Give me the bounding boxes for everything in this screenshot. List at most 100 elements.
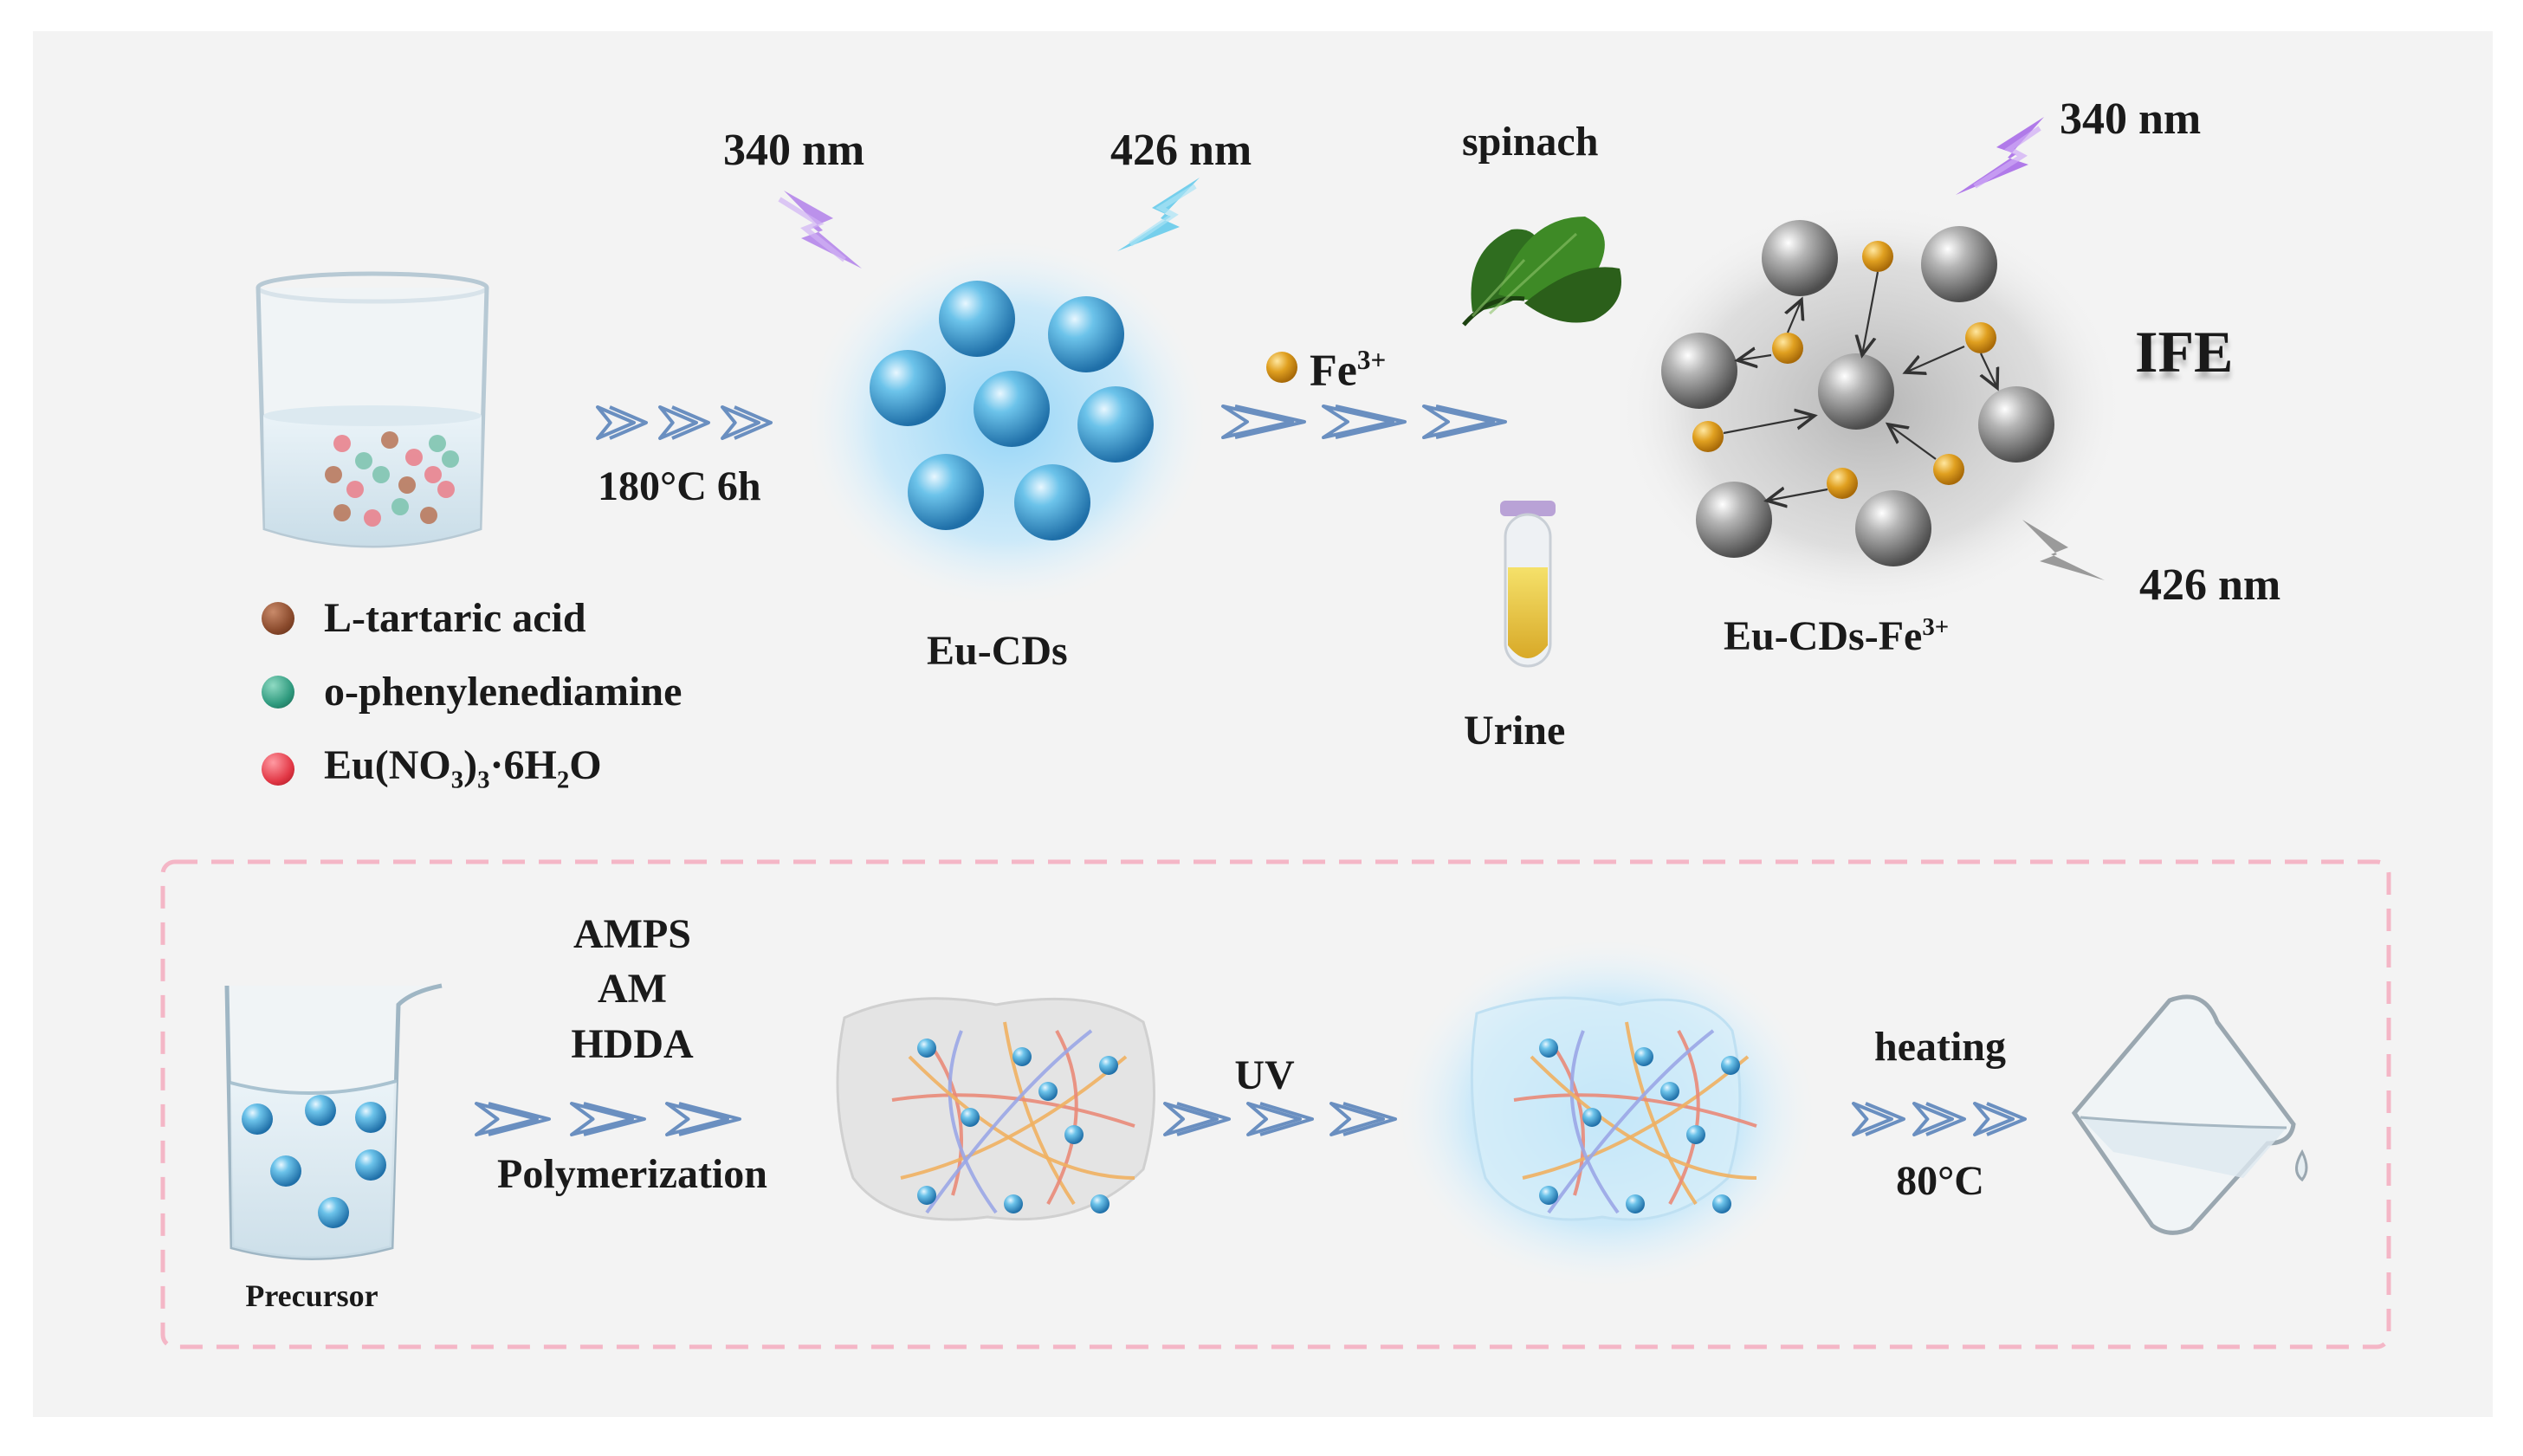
legend-item-tartaric-acid: L-tartaric acid [262,598,586,639]
ife-arrow [1888,424,1937,460]
chevron-icon [1986,1102,2027,1136]
chevron-icon [1435,404,1507,439]
emission-wavelength-2-label: 426 nm [2139,560,2281,610]
carbon-dot [917,1186,936,1205]
excitation-bolt-2-icon [1956,117,2044,195]
carbon-dot [908,454,984,530]
eu-cds-label: Eu-CDs [927,628,1068,674]
spinach-icon [1462,217,1621,327]
chevron-icon [1221,404,1294,439]
emission-wavelength-label: 426 nm [1110,126,1252,175]
polymer-chain [1530,1055,1757,1180]
precursor-particle [333,435,351,452]
excitation-wavelength-2-label: 340 nm [2060,94,2202,144]
chevron-icon [1234,404,1306,439]
precursor-particle [355,452,372,469]
chevron-icon [1246,1102,1302,1136]
polymer-chain [1625,1021,1698,1206]
carbon-dot [1626,1194,1645,1213]
carbon-dot [1014,464,1090,540]
precursor-particle [424,466,442,483]
chevron-icon [1322,404,1394,439]
uv-label: UV [1234,1052,1295,1098]
chevron-icon [1176,1102,1231,1136]
polymer-chain [1003,1021,1076,1206]
reagent-amps-label: AMPS [573,911,691,957]
arrow-polymerization [475,1102,741,1136]
legend-dot-brown [262,602,294,635]
chevron-icon [609,405,648,440]
carbon-dot [939,281,1015,357]
chevron-icon [1925,1102,1966,1136]
carbon-dot [355,1149,386,1181]
temperature-label: 80°C [1896,1158,1984,1204]
polymer-chain [1547,1038,1585,1196]
carbon-dot [1634,1047,1653,1066]
reagent-hdda-label: HDDA [571,1021,694,1067]
chevron-icon [596,405,636,440]
chevron-icon [665,1102,729,1136]
fe-ion [1692,421,1724,452]
chevron-icon [1163,1102,1219,1136]
carbon-dot [1012,1047,1032,1066]
chevron-icon [678,1102,741,1136]
arrow-synthesis [596,405,773,440]
urine-tube-icon [1500,501,1556,668]
precursor-particle [442,450,459,468]
polymer-chain [925,1029,1093,1214]
emission-bolt-icon [1117,178,1200,251]
chevron-icon [570,1102,634,1136]
polymer-chain [1522,1055,1750,1180]
quenched-carbon-dot [1762,220,1838,296]
carbon-dot [974,371,1050,447]
beaker-tilted-pour [2071,994,2308,1235]
arrow-detection [1221,404,1507,439]
carbon-dot [1539,1186,1558,1205]
quenched-carbon-dot [1855,490,1931,566]
fe-ion [1933,454,1964,485]
ife-arrow [1723,416,1815,435]
polymerization-label: Polymerization [497,1151,767,1197]
polymer-chain [908,1055,1135,1180]
beaker-precursor [224,983,443,1260]
chevron-icon [1865,1102,1905,1136]
carbon-dot [917,1039,936,1058]
precursor-particle [372,466,390,483]
polymer-chain [891,1093,1135,1128]
polymer-chain [948,1030,998,1214]
carbon-dot [355,1102,386,1133]
carbon-dot [961,1108,980,1127]
quenched-carbon-dot [1818,353,1894,430]
carbon-dot [242,1103,273,1135]
carbon-dot [318,1197,349,1228]
chevron-icon [488,1102,551,1136]
precursor-particle [429,435,446,452]
precursor-particle [333,504,351,521]
chevron-icon [475,1102,539,1136]
chevron-icon [1259,1102,1314,1136]
eu-cds-fe-label: Eu-CDs-Fe3+ [1724,613,1950,659]
precursor-particle [381,431,398,449]
chevron-icon [1329,1102,1385,1136]
precursor-particle [437,481,455,498]
carbon-dot [1660,1082,1679,1101]
chevron-icon [1422,404,1495,439]
ife-arrow [1981,353,1997,388]
carbon-dot [1048,296,1124,372]
hydrogel-network [836,997,1155,1221]
ife-arrow [1788,300,1802,333]
quenched-carbon-dot [1696,482,1772,558]
heating-label: heating [1873,1024,2006,1070]
carbon-dot [1721,1056,1740,1075]
carbon-dot [1099,1056,1118,1075]
precursor-particle [420,507,437,524]
polymer-chain [925,1038,963,1196]
chevron-icon [1335,404,1407,439]
chevron-icon [583,1102,646,1136]
fe-ion [1827,468,1858,499]
chevron-icon [658,405,698,440]
quenched-carbon-dot [1921,226,1997,302]
scheme-background [33,31,2493,1417]
